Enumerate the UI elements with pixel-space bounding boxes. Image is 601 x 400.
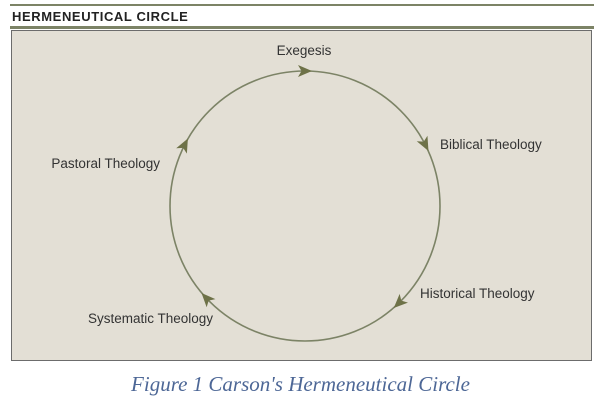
node-label-exegesis: Exegesis	[277, 43, 332, 58]
arrow-head-historical-theology	[393, 293, 408, 308]
node-label-systematic-theology: Systematic Theology	[88, 311, 213, 326]
top-rule	[10, 4, 594, 6]
node-label-biblical-theology: Biblical Theology	[440, 137, 542, 152]
diagram-panel: Exegesis Biblical Theology Historical Th…	[11, 30, 592, 361]
hermeneutical-circle-diagram: Exegesis Biblical Theology Historical Th…	[51, 43, 542, 342]
arrow-head-exegesis	[298, 65, 312, 77]
node-label-historical-theology: Historical Theology	[420, 286, 535, 301]
arrow-head-pastoral-theology	[176, 138, 188, 154]
title-underline	[10, 26, 594, 29]
arrow-head-systematic-theology	[201, 292, 216, 308]
section-title: HERMENEUTICAL CIRCLE	[12, 9, 189, 24]
node-label-pastoral-theology: Pastoral Theology	[51, 156, 160, 171]
arrow-head-biblical-theology	[416, 135, 429, 151]
figure-caption: Figure 1 Carson's Hermeneutical Circle	[131, 372, 470, 396]
arrows-layer	[176, 65, 429, 308]
